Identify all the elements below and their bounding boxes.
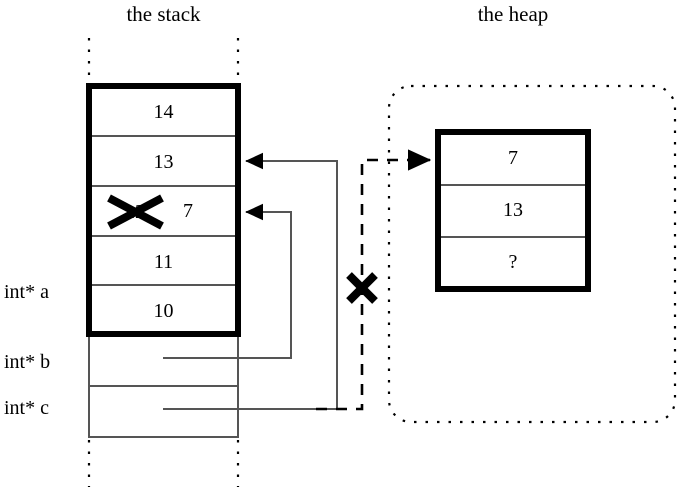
variable-label-a: int* a <box>4 281 49 303</box>
invalid-pointer-x-icon <box>346 272 378 304</box>
variable-label-c: int* c <box>4 397 49 419</box>
stack-cell-value-1: 13 <box>153 151 174 173</box>
stack-frame-box <box>86 83 241 337</box>
stack-dotted-guides-bottom <box>87 440 240 487</box>
stack-title: the stack <box>126 2 201 26</box>
stack-cell-value-2-struck: 12 <box>125 201 145 223</box>
stale-heap-pointer-dashed <box>316 149 432 411</box>
stack-cell-value-2-updated: 7 <box>183 200 193 222</box>
strikethrough-x-icon <box>107 194 164 230</box>
heap-title: the heap <box>477 2 549 26</box>
heap-region-boundary <box>387 84 677 424</box>
pointer-c-arrow <box>163 152 338 410</box>
stack-cell-value-4: 10 <box>153 300 174 322</box>
heap-cell-value-1: 13 <box>503 199 523 221</box>
stack-dotted-guides-top <box>87 38 240 86</box>
stack-cell-value-0: 14 <box>153 101 174 123</box>
pointer-b-arrow <box>163 203 292 359</box>
stack-pointer-slots <box>88 333 239 438</box>
stack-cell-value-3: 11 <box>153 251 174 273</box>
heap-block-box <box>435 129 591 292</box>
heap-cell-value-0: 7 <box>508 147 518 169</box>
heap-cell-value-2: ? <box>508 251 518 273</box>
variable-label-b: int* b <box>4 351 51 373</box>
